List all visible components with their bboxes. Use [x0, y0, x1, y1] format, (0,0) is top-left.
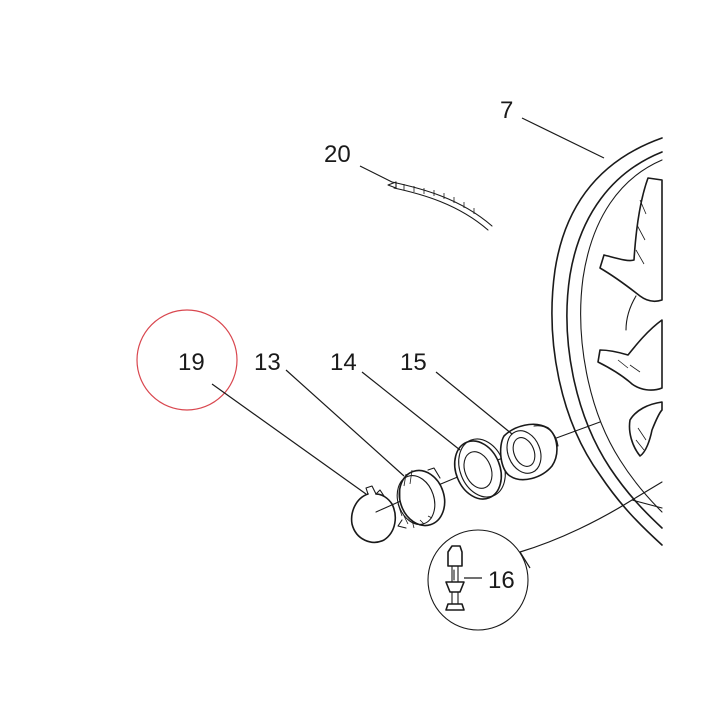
part-15-bearing[interactable] [499, 423, 559, 481]
part-13-nut[interactable] [391, 465, 451, 532]
leader-7 [521, 117, 605, 159]
label-20: 20 [324, 141, 351, 168]
label-16: 16 [488, 567, 515, 594]
label-19: 19 [178, 349, 205, 376]
label-7: 7 [500, 97, 513, 124]
leader-13 [285, 369, 405, 477]
highlight-circle-19 [136, 309, 238, 411]
leader-20 [359, 165, 393, 183]
label-13: 13 [254, 349, 281, 376]
leader-15 [435, 371, 513, 435]
leader-19 [211, 383, 367, 495]
part-19-circlip[interactable] [350, 485, 397, 544]
leader-14 [361, 371, 461, 451]
part-7-wheel[interactable] [551, 137, 663, 546]
part-16-detail[interactable] [427, 499, 633, 631]
part-14-washer[interactable] [446, 432, 513, 506]
label-15: 15 [400, 349, 427, 376]
part-20-spoke[interactable] [387, 181, 493, 231]
label-14: 14 [330, 349, 357, 376]
axle-centerline [375, 421, 601, 513]
